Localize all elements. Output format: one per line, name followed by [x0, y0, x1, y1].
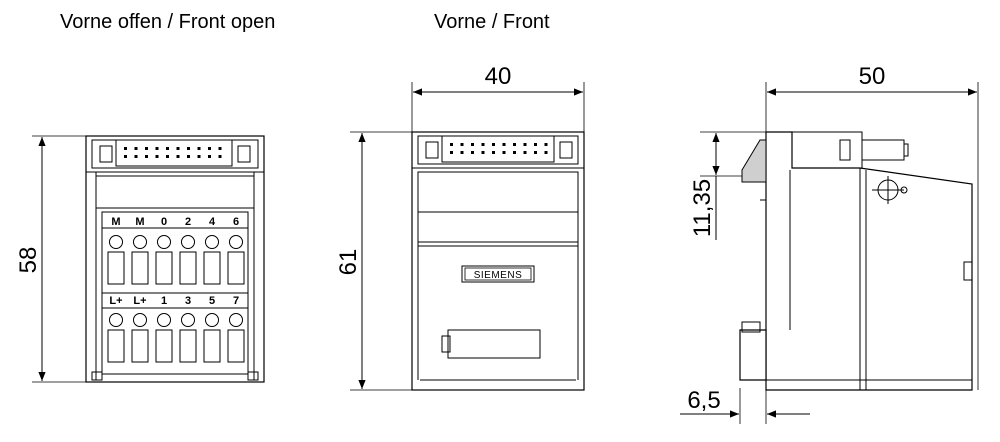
- connector-pin: [481, 143, 485, 146]
- terminal-label: 6: [233, 216, 239, 228]
- connector-pin: [502, 151, 506, 154]
- connector-pin: [460, 143, 464, 146]
- title-front-open: Vorne offen / Front open: [60, 11, 275, 33]
- connector-pin: [450, 143, 453, 146]
- connector-pin: [523, 151, 527, 154]
- connector-pin: [208, 147, 211, 150]
- connector-pin: [134, 147, 138, 150]
- terminal-clamp: [107, 251, 125, 285]
- connector-pin: [187, 155, 190, 158]
- terminal-clamp: [155, 329, 173, 363]
- terminal-label: L+: [133, 295, 146, 307]
- connector-pin: [471, 143, 474, 146]
- connector-pin: [155, 155, 159, 158]
- terminal-release-circle: [109, 313, 123, 327]
- connector-pin: [166, 155, 169, 158]
- connector-pin: [502, 143, 506, 146]
- terminal-release-circle: [229, 235, 243, 249]
- connector-pin: [513, 151, 516, 154]
- connector-pin: [208, 155, 211, 158]
- terminal-release-circle: [181, 313, 195, 327]
- terminal-label: 2: [185, 216, 191, 228]
- dimension-label-61: 61: [335, 249, 362, 276]
- terminal-release-circle: [157, 313, 171, 327]
- connector-pin: [187, 147, 190, 150]
- dimension-label-6-5: 6,5: [687, 387, 720, 414]
- connector-pin: [124, 147, 127, 150]
- connector-pin: [471, 151, 474, 154]
- front-open-view: 58 M M 0 2 4 6 L+ L+ 1 3 5 7: [15, 135, 265, 383]
- terminal-release-circle: [181, 235, 195, 249]
- connector-pin: [460, 151, 464, 154]
- terminal-release-circle: [229, 313, 243, 327]
- terminal-clamp: [227, 251, 245, 285]
- terminal-clamp: [203, 329, 221, 363]
- connector-pin: [145, 147, 148, 150]
- terminal-release-circle: [205, 313, 219, 327]
- terminal-release-circle: [133, 235, 147, 249]
- connector-pin: [218, 155, 222, 158]
- terminal-label: 4: [209, 216, 216, 228]
- terminal-clamp: [107, 329, 125, 363]
- terminal-release-circle: [157, 235, 171, 249]
- connector-pin: [492, 143, 495, 146]
- connector-pin: [523, 143, 527, 146]
- connector-pin: [176, 155, 180, 158]
- connector-pin: [166, 147, 169, 150]
- terminal-clamp: [179, 251, 197, 285]
- dimension-label-58: 58: [15, 247, 42, 274]
- terminal-clamp: [227, 329, 245, 363]
- terminal-release-circle: [205, 235, 219, 249]
- terminal-release-circle: [133, 313, 147, 327]
- terminal-clamp: [155, 251, 173, 285]
- side-connector: [791, 131, 863, 169]
- connector-pin: [218, 147, 222, 150]
- terminal-clamp: [131, 329, 149, 363]
- connector-pin: [124, 155, 127, 158]
- connector-pin: [513, 143, 516, 146]
- dimension-label-40: 40: [485, 63, 512, 90]
- dimension-label-11-35: 11,35: [689, 179, 716, 237]
- terminal-label: L+: [109, 295, 122, 307]
- terminal-release-circle: [109, 235, 123, 249]
- connector-pin: [145, 155, 148, 158]
- connector-pin: [155, 147, 159, 150]
- brand-label: SIEMENS: [474, 270, 523, 281]
- terminal-label: 0: [161, 216, 167, 228]
- terminal-clamp: [179, 329, 197, 363]
- terminal-label: 1: [161, 295, 167, 307]
- terminal-clamp: [131, 251, 149, 285]
- terminal-clamp: [203, 251, 221, 285]
- side-view: 50 11,35 6,5: [680, 63, 979, 424]
- terminal-label: 5: [209, 295, 215, 307]
- connector-pin: [544, 151, 548, 154]
- connector-pin: [197, 155, 201, 158]
- connector-pin: [176, 147, 180, 150]
- terminal-label: 7: [233, 295, 239, 307]
- connector-pin: [481, 151, 485, 154]
- connector-pin: [197, 147, 201, 150]
- terminal-label: M: [111, 216, 120, 228]
- terminal-label: 3: [185, 295, 191, 307]
- connector-pin: [450, 151, 453, 154]
- ribbon-connector: [115, 139, 233, 167]
- front-view: 40 61 SIEMENS: [335, 63, 585, 391]
- connector-pin: [544, 143, 548, 146]
- terminal-label: M: [135, 216, 144, 228]
- connector-pin: [534, 143, 537, 146]
- dimension-label-50: 50: [859, 63, 886, 90]
- label-slot: [447, 329, 541, 359]
- connector-pin: [134, 155, 138, 158]
- connector-pin: [492, 151, 495, 154]
- brand-plate: [461, 265, 535, 283]
- title-front: Vorne / Front: [434, 11, 550, 33]
- connector-pin: [534, 151, 537, 154]
